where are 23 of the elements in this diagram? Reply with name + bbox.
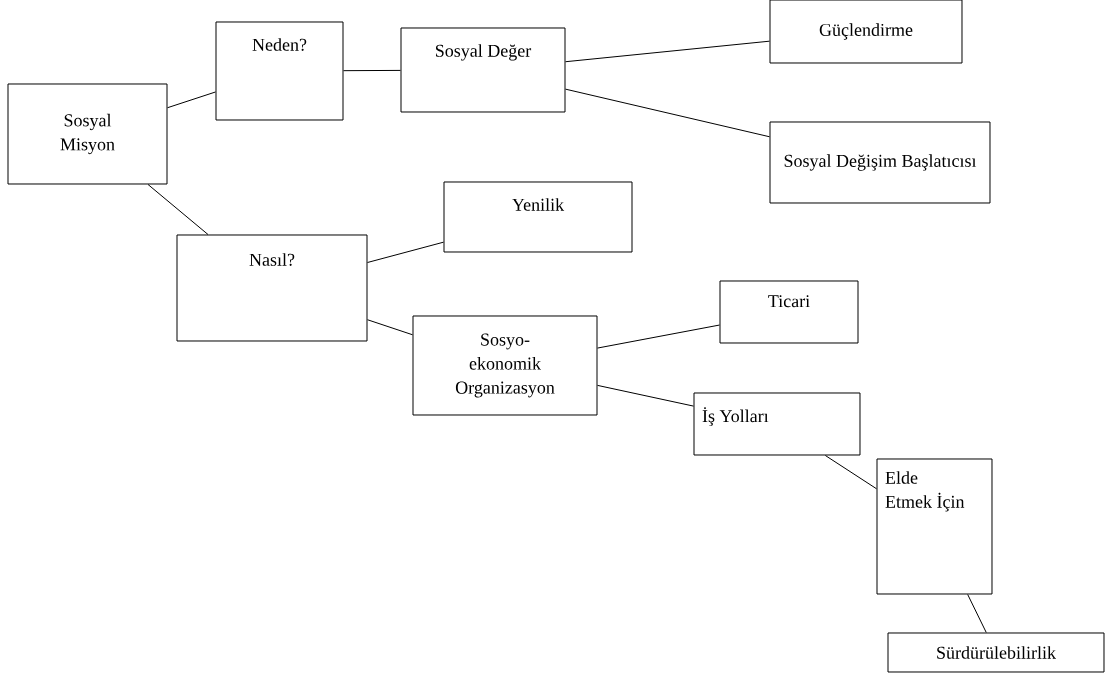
text-box: Sosyal Değer <box>400 27 566 113</box>
connector-line <box>597 384 694 407</box>
connector-line <box>967 594 987 633</box>
text-box: Sosyal Değişim Başlatıcısı <box>769 121 991 204</box>
connector-line <box>343 69 401 72</box>
connector-line <box>565 88 770 138</box>
text-box: Nasıl? <box>176 234 368 342</box>
connector-line <box>824 455 877 490</box>
text-box: Sürdürülebilirlik <box>887 632 1105 673</box>
connector-line <box>367 319 413 336</box>
text-box: Neden? <box>215 21 344 121</box>
connector-line <box>147 184 209 235</box>
text-box: İş Yolları <box>693 392 861 456</box>
text-box: Ticari <box>719 280 859 344</box>
connector-line <box>167 91 216 109</box>
text-box: Sosyal Misyon <box>7 83 168 185</box>
connector-line <box>565 40 770 63</box>
text-box: Elde Etmek İçin <box>876 458 993 595</box>
text-box: Güçlendirme <box>769 0 963 64</box>
connector-line <box>367 241 444 263</box>
text-box: Yenilik <box>443 181 633 253</box>
connector-line <box>597 324 720 349</box>
text-box: Sosyo-ekonomik Organizasyon <box>412 315 598 416</box>
